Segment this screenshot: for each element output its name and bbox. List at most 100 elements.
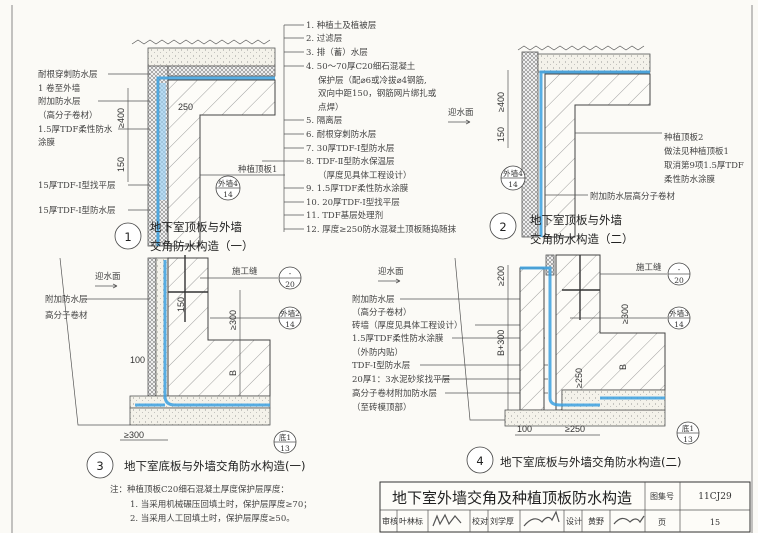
arrow-icon	[95, 283, 118, 289]
arrow-icon	[378, 278, 401, 284]
detail-title: 地下室顶板与外墙	[530, 213, 622, 227]
left-labels: 耐根穿刺防水层 1 卷至外墙 附加防水层 （高分子卷材） 1.5厚TDF柔性防水…	[38, 69, 116, 216]
floor-protection-layer	[561, 389, 666, 411]
detail-number-circle	[466, 446, 494, 474]
detail-number: 3	[96, 459, 103, 473]
detail-1-roof-wall-corner: ≥400 150 250 耐根穿刺防水层 1 卷至外墙 附加防水层 （高分子卷材…	[38, 39, 285, 253]
layer-item: 11. TDF基层处理剂	[306, 210, 383, 221]
label: 1 卷至外墙	[38, 83, 81, 94]
protective-concrete-layer	[537, 53, 651, 73]
note-line: 2. 当采用人工回填土时，保护层厚度≥50。	[130, 513, 295, 524]
construction-joint-label: 施工缝	[232, 266, 258, 277]
label: 耐根穿刺防水层	[38, 69, 98, 80]
waterstop	[562, 255, 600, 320]
dim-100: 100	[130, 355, 145, 365]
label: （高分子卷材）	[352, 307, 412, 318]
designer-signature	[613, 515, 645, 525]
dim-B: B	[618, 364, 628, 370]
label: 附加防水层高分子卷材	[590, 191, 676, 202]
note-line: 注：种植顶板C20细石混凝土厚度保护层厚度：	[110, 484, 289, 495]
ref-top: -	[678, 265, 681, 274]
detail-title: 交角防水构造（二）	[530, 232, 634, 246]
detail-4-floor-wall-corner: 迎水面 附加防水层 （高分子卷材） 砖墙（厚度见具体工程设计） 1.5厚TDF柔…	[352, 254, 700, 474]
protective-concrete-layer	[147, 47, 276, 67]
sheet-title: 地下室外墙交角及种植顶板防水构造	[392, 489, 632, 507]
planting-soil-line	[517, 45, 645, 51]
ref-top: -	[289, 269, 292, 278]
checker-signature	[523, 510, 560, 527]
construction-joint-label: 施工缝	[636, 262, 662, 273]
dim-B: B	[228, 370, 238, 376]
layer-item: 8. TDF-Ⅱ型防水保温层	[306, 156, 394, 167]
dim-B300: B+300	[496, 330, 506, 356]
dim-150: 150	[116, 157, 126, 172]
leader-lines	[400, 298, 548, 394]
designer-name: 黄野	[588, 516, 604, 526]
label: 1.5厚TDF柔性防水涂膜	[352, 333, 444, 344]
ref-bottom: 14	[285, 320, 295, 329]
reviewer-signature	[432, 513, 462, 527]
title-block-grid	[380, 482, 750, 532]
dim-250: 250	[178, 102, 193, 112]
dim-250: ≥250	[565, 424, 585, 434]
detail-number-circle	[114, 222, 142, 250]
note-line: 1. 当采用机械碾压回填土时，保护层厚度≥70；	[130, 499, 312, 510]
detail-number: 2	[499, 220, 506, 234]
dim-200: ≥200	[496, 266, 506, 286]
layer-item: 6. 耐根穿刺防水层	[306, 129, 376, 140]
title-block-cells	[396, 510, 611, 532]
insulation-layer	[521, 51, 539, 238]
protection-wall	[147, 257, 157, 397]
label: 种植顶板2	[664, 132, 703, 143]
membrane-line	[156, 76, 275, 246]
title-block-frame	[379, 481, 751, 533]
reviewer-name: 叶林标	[399, 516, 423, 526]
leader-lines	[98, 73, 150, 211]
roof-label: 种植顶板1	[238, 164, 277, 175]
label: 砖墙（厚度见具体工程设计）	[352, 320, 463, 331]
concrete-structure	[167, 79, 276, 247]
ref-bottom: 14	[223, 190, 233, 199]
ref-top: 底1	[279, 432, 291, 442]
detail-2-roof-wall-corner: 迎水面 ≥400 150 外墙4 14 种植顶板2 做法见种植顶板1 取消第9项…	[448, 45, 744, 246]
ref-top: 外墙2	[280, 308, 300, 318]
label: 附加防水层	[38, 96, 81, 107]
ref-bottom: 20	[285, 280, 295, 289]
notes: 注：种植顶板C20细石混凝土厚度保护层厚度： 1. 当采用机械碾压回填土时，保护…	[110, 484, 312, 524]
detail-number: 1	[124, 230, 131, 244]
detail-number-circle	[489, 212, 517, 240]
dim-100: 100	[517, 424, 532, 434]
layer-item: 4. 50～70厚C20细石混凝土	[306, 61, 416, 72]
check-label: 校对	[472, 516, 488, 526]
label: 做法见种植顶板1	[664, 146, 729, 157]
layer-item: 12. 厚度≥250防水混凝土顶板随捣随抹	[306, 224, 457, 235]
layer-item: 保护层（配⌀6或冷拔⌀4钢筋,	[318, 75, 427, 86]
dim-300: ≥300	[124, 430, 144, 440]
layer-item: 7. 30厚TDF-Ⅰ型防水层	[306, 143, 394, 154]
planting-soil-line	[131, 39, 271, 45]
ref-bottom: 13	[683, 435, 693, 444]
dim-300: ≥300	[620, 304, 630, 324]
detail-title: 地下室底板与外墙交角防水构造(一)	[124, 459, 305, 473]
layer-item: 1. 种植土及植被层	[306, 20, 376, 31]
detail-3-floor-wall-corner: 迎水面 附加防水层 高分子卷材 施工缝 - 20 外墙2 14 150 ≥300…	[45, 255, 305, 479]
layer-item: 5. 隔离层	[306, 115, 342, 126]
arrow-icon	[448, 119, 471, 125]
ref-top: 外墙4	[503, 168, 523, 178]
label: 附加防水层	[352, 294, 395, 305]
layer-item: 双向中距150，钢筋网片绑扎或	[318, 88, 437, 99]
review-label: 审核	[382, 516, 398, 526]
label: 柔性防水涂膜	[664, 174, 716, 185]
dim-300: ≥300	[228, 310, 238, 330]
ref-top: 底1	[682, 423, 694, 433]
waterstop	[168, 255, 208, 322]
label: 15厚TDF-Ⅰ型找平层	[38, 180, 116, 191]
checker-name: 刘学厚	[490, 516, 514, 526]
ref-top: 外墙4	[218, 178, 238, 188]
label: 20厚1：3水泥砂浆找平层	[352, 374, 450, 385]
excavation-line	[59, 257, 130, 426]
detail-title: 地下室顶板与外墙	[150, 220, 242, 234]
dim-400: ≥400	[496, 92, 506, 112]
label: （高分子卷材）	[38, 110, 98, 121]
membrane-line	[520, 266, 665, 407]
